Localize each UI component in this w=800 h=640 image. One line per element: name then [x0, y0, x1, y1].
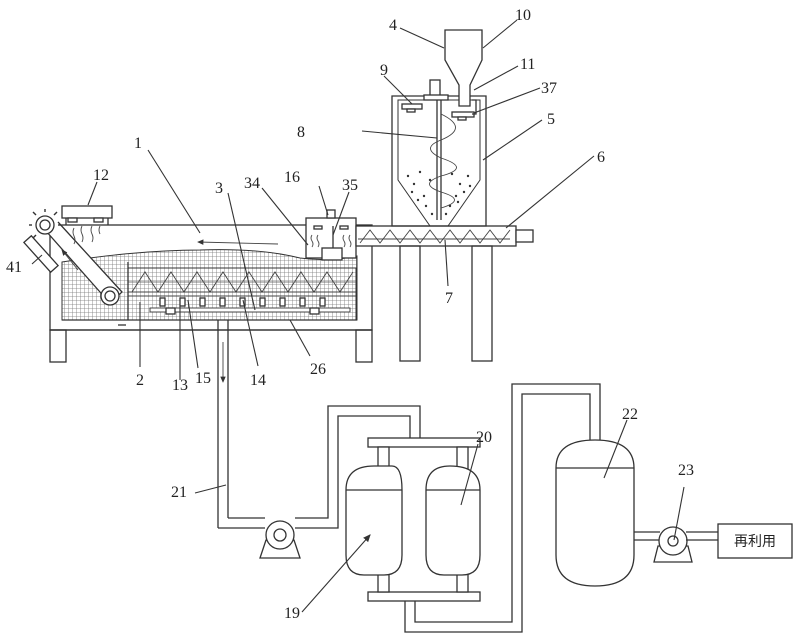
mixer-spiral	[429, 113, 457, 209]
conveyor-belt	[22, 209, 123, 306]
filter-tanks	[345, 437, 481, 602]
storage-tank-22	[555, 439, 635, 587]
steam-box-16	[305, 209, 357, 261]
label-19: 19	[284, 605, 300, 622]
tank-leg-left	[49, 329, 67, 363]
leader-lines	[31, 19, 685, 613]
label-6: 6	[597, 149, 605, 166]
reuse-label: 再利用	[734, 534, 776, 550]
pump-block-right	[309, 307, 320, 315]
stand-leg-2	[471, 245, 493, 362]
pump-23	[634, 526, 718, 563]
screw-conveyor-auger	[359, 229, 511, 244]
aerator-pipe	[149, 307, 351, 313]
label-22: 22	[622, 406, 638, 423]
label-21: 21	[171, 484, 187, 501]
label-16: 16	[284, 169, 300, 186]
pump-block-13	[165, 307, 176, 315]
mixer-motor	[429, 79, 441, 97]
washing-tank	[49, 224, 373, 528]
label-15: 15	[195, 370, 211, 387]
pipe-to-storage	[404, 383, 601, 633]
reuse-box	[717, 523, 793, 559]
tank-leg-right	[355, 329, 373, 363]
label-34: 34	[244, 175, 260, 192]
label-11: 11	[520, 56, 535, 73]
label-8: 8	[297, 124, 305, 141]
label-4: 4	[389, 17, 397, 34]
label-9: 9	[380, 62, 388, 79]
granules	[406, 170, 472, 216]
label-41: 41	[6, 259, 22, 276]
flow-arrow	[197, 239, 279, 245]
conveyor-top-roller	[35, 215, 55, 235]
label-26: 26	[310, 361, 326, 378]
label-3: 3	[215, 180, 223, 197]
reference-labels: 1 2 3 4 5 6 7 8 9 10 11 12 13 14 15 16 1…	[6, 7, 694, 622]
label-14: 14	[250, 372, 266, 389]
sensor-9	[401, 103, 423, 110]
stand-leg-1	[399, 245, 421, 362]
label-5: 5	[547, 111, 555, 128]
label-12: 12	[93, 167, 109, 184]
pipe-21	[218, 405, 421, 529]
filter-tank-20	[425, 465, 481, 576]
exhaust-hood-12	[61, 205, 113, 245]
pump-1	[259, 520, 301, 559]
valve-37	[451, 111, 475, 118]
bottom-manifold	[367, 591, 481, 602]
nozzles	[159, 297, 326, 307]
steam-lines	[72, 225, 101, 245]
top-manifold	[367, 437, 481, 448]
label-7: 7	[445, 290, 453, 307]
feed-hopper-10	[444, 29, 483, 115]
label-2: 2	[136, 372, 144, 389]
label-20: 20	[476, 429, 492, 446]
filter-tank-19	[345, 465, 403, 576]
label-23: 23	[678, 462, 694, 479]
label-35: 35	[342, 177, 358, 194]
label-37: 37	[541, 80, 557, 97]
label-1: 1	[134, 135, 142, 152]
label-13: 13	[172, 377, 188, 394]
screw-conveyor-shaft	[515, 229, 534, 243]
conveyor-bottom-roller	[100, 286, 120, 306]
mixing-hopper-5	[391, 79, 487, 227]
label-10: 10	[515, 7, 531, 24]
